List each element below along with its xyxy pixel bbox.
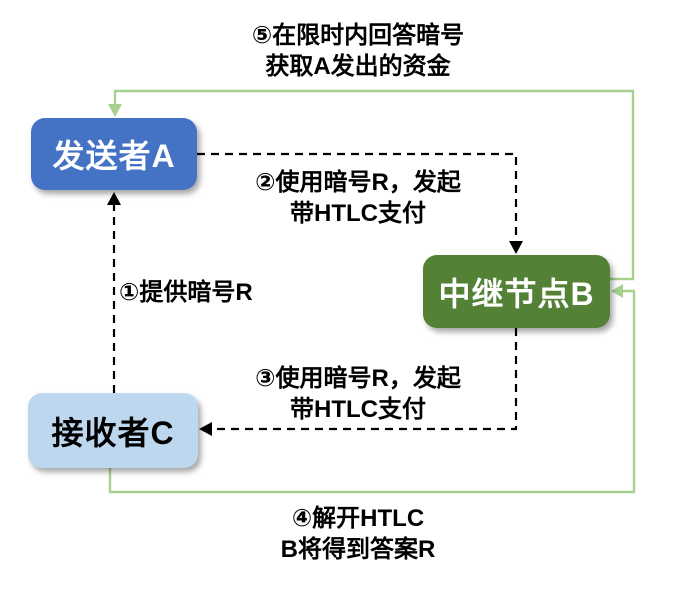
step3-annotation: ③使用暗号R，发起 带HTLC支付	[240, 363, 476, 425]
step4-annotation: ④解开HTLC B将得到答案R	[240, 503, 476, 565]
relay-b-node: 中继节点B	[423, 255, 610, 328]
receiver-c-node: 接收者C	[28, 393, 198, 468]
step3-arrowhead-icon	[199, 422, 212, 436]
sender-a-node: 发送者A	[31, 118, 197, 190]
step4-annotation-line2: B将得到答案R	[280, 536, 436, 563]
step5-annotation-line2: 获取A发出的资金	[265, 53, 451, 80]
step5-connector-line	[113, 89, 635, 281]
step1-arrowhead-icon	[107, 192, 121, 205]
step2-annotation-line1: ②使用暗号R，发起	[255, 169, 461, 196]
step2-annotation: ②使用暗号R，发起 带HTLC支付	[240, 167, 476, 229]
step5-annotation: ⑤在限时内回答暗号 获取A发出的资金	[178, 20, 538, 82]
relay-b-label: 中继节点B	[438, 275, 595, 312]
step4-arrowhead-icon	[611, 284, 623, 298]
step3-connector-line	[212, 328, 518, 431]
step5-annotation-line1: ⑤在限时内回答暗号	[251, 22, 465, 49]
step3-annotation-line1: ③使用暗号R，发起	[255, 365, 461, 392]
step2-arrowhead-icon	[509, 241, 523, 254]
step4-connector-line	[108, 289, 636, 494]
step5-arrowhead-icon	[108, 104, 122, 117]
step2-annotation-line2: 带HTLC支付	[290, 200, 426, 227]
receiver-c-label: 接收者C	[51, 414, 175, 451]
step1-annotation: ①提供暗号R	[119, 277, 253, 308]
step4-annotation-line1: ④解开HTLC	[291, 505, 425, 532]
step1-annotation-line1: ①提供暗号R	[119, 279, 253, 306]
sender-a-label: 发送者A	[52, 138, 176, 174]
step3-annotation-line2: 带HTLC支付	[290, 396, 426, 423]
